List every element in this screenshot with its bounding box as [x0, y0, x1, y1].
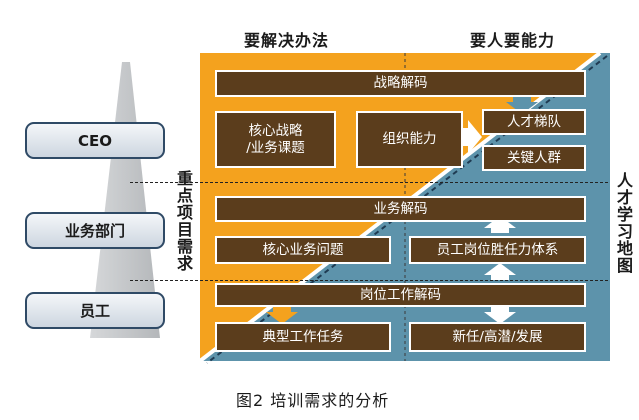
box-business-decode: 业务解码 [215, 196, 586, 222]
arrow-down-icon [392, 97, 424, 114]
arrow-down-icon [261, 97, 293, 114]
box-talent-ladder: 人才梯队 [482, 109, 586, 135]
arrow-left-icon [335, 119, 356, 155]
box-core-business-issue: 核心业务问题 [215, 236, 391, 264]
arrow-right-icon [463, 120, 482, 154]
header-talent-capability: 要人要能力 [470, 31, 556, 50]
role-employee: 员工 [25, 292, 165, 329]
arrow-up-icon [484, 263, 516, 280]
divider-row-2 [130, 280, 608, 281]
box-org-capability: 组织能力 [356, 111, 463, 168]
label-talent-learning-map: 人才学习地图 [614, 172, 633, 274]
arrow-down-icon [266, 222, 298, 239]
box-key-talent: 关键人群 [482, 145, 586, 171]
box-new-potential-dev: 新任/高潜/发展 [409, 322, 586, 352]
role-business-dept: 业务部门 [25, 212, 165, 249]
figure-caption: 图2 培训需求的分析 [236, 391, 390, 410]
box-competency-system: 员工岗位胜任力体系 [409, 236, 586, 264]
arrow-up-icon [484, 216, 516, 233]
arrow-down-icon [506, 97, 538, 114]
box-typical-tasks: 典型工作任务 [215, 322, 391, 352]
arrow-down-icon [484, 307, 516, 324]
role-ceo: CEO [25, 122, 165, 159]
box-job-decode: 岗位工作解码 [215, 283, 586, 307]
box-core-strategy: 核心战略 /业务课题 [215, 111, 336, 168]
box-strategy-decode: 战略解码 [215, 70, 586, 97]
label-key-project-needs: 重点项目需求 [174, 170, 193, 272]
divider-row-1 [130, 182, 608, 183]
arrow-down-icon [266, 307, 298, 324]
header-solutions: 要解决办法 [244, 31, 330, 50]
